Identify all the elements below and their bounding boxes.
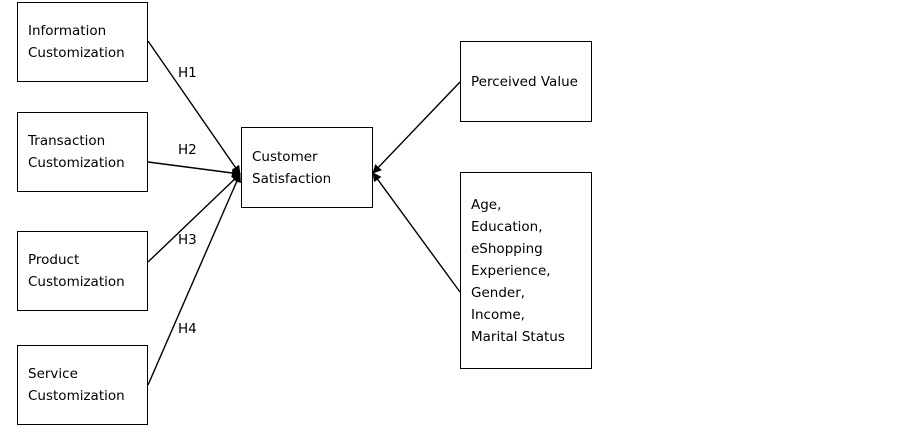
- node-information-customization: Information Customization: [17, 2, 148, 82]
- node-service-customization: Service Customization: [17, 345, 148, 425]
- node-label-line: Customization: [28, 45, 125, 61]
- node-label-line: Education,: [471, 218, 543, 235]
- edge-h2-arrow: [147, 161, 241, 178]
- node-label-line: Information: [28, 23, 107, 39]
- node-label-line: Service: [28, 366, 78, 382]
- node-label-line: Experience,: [471, 262, 551, 279]
- edge-h1-arrow: [147, 40, 241, 175]
- node-label-line: Marital Status: [471, 328, 565, 345]
- node-label-line: Age,: [471, 196, 502, 213]
- edge-controls-arrow: [372, 172, 461, 293]
- edge-value-arrow: [372, 81, 461, 174]
- node-label-line: Customer: [252, 148, 318, 165]
- node-label-line: Customization: [28, 274, 125, 290]
- edge-label-h4: H4: [178, 321, 197, 337]
- node-label-line: Satisfaction: [252, 170, 332, 187]
- edge-label-h1: H1: [178, 65, 197, 81]
- edge-label-h2: H2: [178, 142, 197, 158]
- node-label-line: Customization: [28, 155, 125, 171]
- edge-label-h3: H3: [178, 232, 197, 248]
- node-control-variables: Age, Education, eShopping Experience, Ge…: [460, 172, 592, 369]
- node-label-line: Gender,: [471, 284, 526, 301]
- node-label-line: eShopping: [471, 240, 543, 257]
- node-label-line: Income,: [471, 306, 525, 323]
- edge-h3-arrow: [147, 173, 241, 263]
- node-label-line: Transaction: [28, 133, 106, 149]
- edge-h4-arrow: [147, 173, 241, 386]
- node-perceived-value: Perceived Value: [460, 41, 592, 122]
- node-label-line: Customization: [28, 388, 125, 404]
- node-product-customization: Product Customization: [17, 231, 148, 311]
- node-label-line: Product: [28, 252, 80, 268]
- node-label-line: Perceived Value: [471, 73, 578, 90]
- node-customer-satisfaction: Customer Satisfaction: [241, 127, 373, 208]
- node-transaction-customization: Transaction Customization: [17, 112, 148, 192]
